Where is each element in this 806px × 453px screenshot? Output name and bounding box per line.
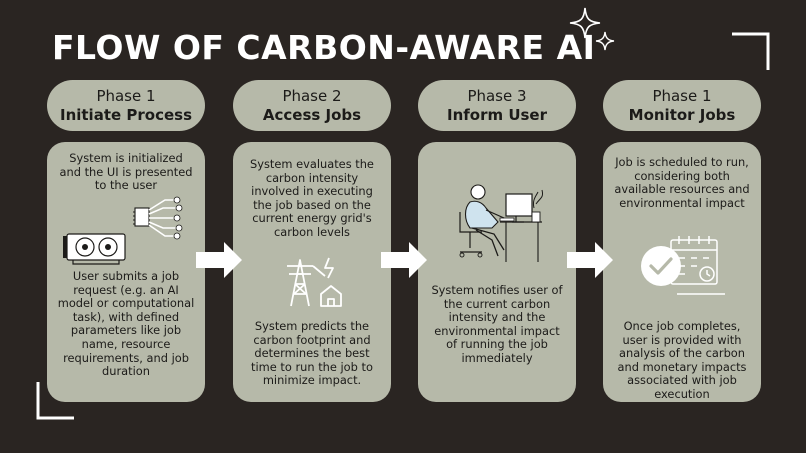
page-title: FLOW OF CARBON-AWARE AI [52, 28, 596, 67]
gpu-card-icon [63, 233, 126, 265]
phase-header-1: Phase 1 Initiate Process [47, 80, 205, 131]
phase-number: Phase 1 [652, 87, 712, 105]
arrow-right-icon [196, 242, 242, 278]
phase-1-top-text: System is initialized and the UI is pres… [59, 151, 193, 193]
phase-4-bottom-text: Once job completes, user is provided wit… [617, 319, 747, 401]
sparkle-small-icon [595, 31, 615, 51]
calendar-check-icon [641, 236, 725, 295]
arrow-right-icon [381, 242, 427, 278]
phase-card-3: System notifies user of the current carb… [418, 142, 576, 402]
corner-bracket-bottom-left [36, 382, 74, 420]
phase-card-2: System evaluates the carbon intensity in… [233, 142, 391, 402]
phase-header-3: Phase 3 Inform User [418, 80, 576, 131]
person-at-computer-icon [459, 184, 543, 262]
neural-chip-icon [133, 196, 183, 240]
phase-1-bottom-text: User submits a job request (e.g. an AI m… [57, 269, 195, 379]
phase-number: Phase 3 [467, 87, 527, 105]
corner-bracket-top-right [732, 32, 770, 70]
phase-2-top-text: System evaluates the carbon intensity in… [250, 157, 374, 239]
phase-header-4: Phase 1 Monitor Jobs [603, 80, 761, 131]
phase-card-4: Job is scheduled to run, considering bot… [603, 142, 761, 402]
power-grid-icon [287, 257, 342, 307]
phase-name: Monitor Jobs [628, 106, 736, 124]
phase-number: Phase 1 [96, 87, 156, 105]
sparkle-large-icon [569, 7, 601, 39]
phase-card-1: System is initialized and the UI is pres… [47, 142, 205, 402]
phase-3-bottom-text: System notifies user of the current carb… [431, 283, 563, 365]
phase-name: Initiate Process [59, 106, 193, 124]
phase-2-bottom-text: System predicts the carbon footprint and… [251, 319, 373, 388]
phase-name: Access Jobs [262, 106, 362, 124]
phase-header-2: Phase 2 Access Jobs [233, 80, 391, 131]
phase-name: Inform User [446, 106, 548, 124]
phase-4-top-text: Job is scheduled to run, considering bot… [614, 155, 750, 210]
arrow-right-icon [567, 242, 613, 278]
phase-number: Phase 2 [282, 87, 342, 105]
